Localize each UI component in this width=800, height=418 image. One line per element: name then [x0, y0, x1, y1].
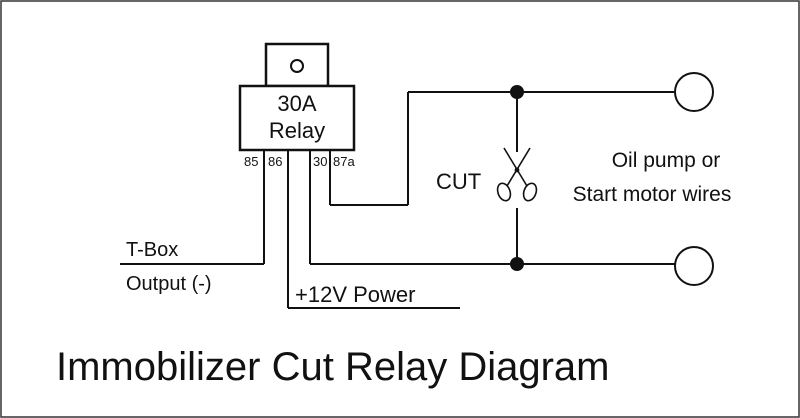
output-label: Output (-)	[126, 273, 212, 295]
scissors-icon	[496, 147, 538, 202]
relay-body	[238, 84, 356, 152]
power-label: +12V Power	[295, 282, 415, 307]
relay-name-label: Relay	[269, 118, 325, 143]
lower-junction-dot	[510, 257, 524, 271]
upper-junction-dot	[510, 85, 524, 99]
wires-label-line2: Start motor wires	[573, 183, 732, 206]
wires-label-line1: Oil pump or	[612, 149, 721, 172]
pin-30-label: 30	[313, 154, 327, 169]
mount-hole-icon	[290, 59, 304, 73]
upper-terminal-icon	[674, 72, 714, 112]
pin-86-label: 86	[268, 154, 282, 169]
lower-terminal-icon	[674, 246, 714, 286]
cut-label: CUT	[436, 169, 481, 194]
pin-85-label: 85	[244, 154, 258, 169]
relay-rating-label: 30A	[277, 91, 316, 116]
pin-87a-label: 87a	[333, 154, 355, 169]
tbox-label: T-Box	[126, 239, 178, 261]
diagram-title: Immobilizer Cut Relay Diagram	[56, 345, 609, 389]
